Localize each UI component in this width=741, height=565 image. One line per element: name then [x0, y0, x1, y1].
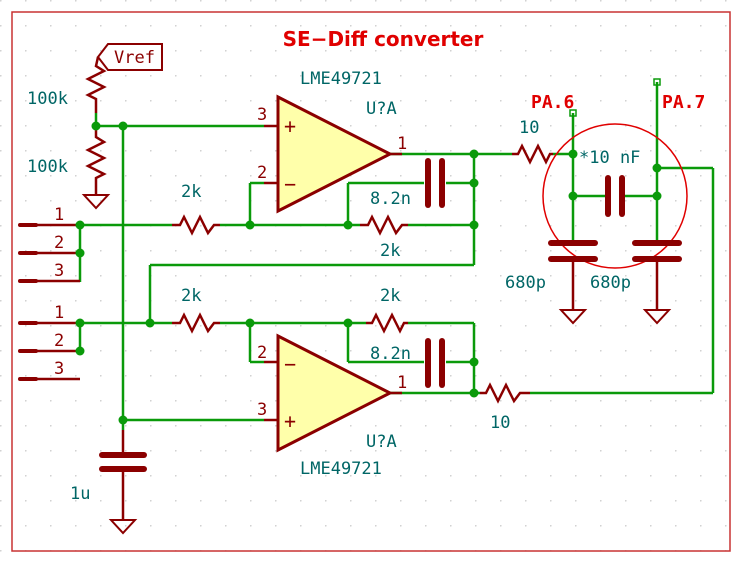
- svg-text:3: 3: [257, 105, 267, 125]
- label-c-shunt-right: 680p: [590, 273, 631, 293]
- capacitor-shunt-right: [632, 240, 682, 325]
- svg-text:3: 3: [54, 261, 64, 281]
- label-r-vref-top: 100k: [27, 89, 68, 109]
- svg-text:+: +: [284, 409, 296, 433]
- resistor-fb-top: [360, 214, 408, 236]
- connector-top: 1 2 3: [18, 205, 80, 283]
- opamp-bot: − + 2 3 1: [257, 333, 407, 453]
- opamp-top-part: LME49721: [300, 69, 382, 89]
- label-r-out-bot: 10: [490, 413, 510, 433]
- svg-text:2: 2: [54, 331, 64, 351]
- capacitor-diff: [605, 175, 625, 217]
- resistor-out-bot: [480, 382, 530, 404]
- resistor-fb-bot: [366, 312, 408, 334]
- resistor-in-top: [172, 214, 220, 236]
- svg-text:−: −: [284, 352, 296, 376]
- capacitor-fb-top: [425, 158, 445, 208]
- label-r-fb-bot: 2k: [380, 286, 400, 306]
- label-r-fb-top: 2k: [380, 241, 400, 261]
- opamp-top-ref: U?A: [366, 99, 397, 119]
- connector-bot: 1 2 3: [18, 303, 80, 381]
- sheet-border: [11, 11, 731, 552]
- opamp-bot-part: LME49721: [300, 459, 382, 479]
- svg-text:2: 2: [257, 163, 267, 183]
- resistor-vref-bot: [85, 127, 107, 188]
- svg-text:2: 2: [54, 233, 64, 253]
- junctions: [75, 121, 662, 425]
- capacitor-bias: [99, 430, 147, 535]
- resistor-in-bot: [172, 312, 220, 334]
- svg-text:3: 3: [54, 359, 64, 379]
- label-c-bias: 1u: [70, 484, 90, 504]
- svg-text:Vref: Vref: [114, 48, 155, 68]
- opamp-top: + − 3 2 1: [257, 94, 407, 214]
- svg-text:1: 1: [397, 134, 407, 154]
- svg-text:1: 1: [54, 303, 64, 323]
- opamp-bot-ref: U?A: [366, 432, 397, 452]
- svg-text:1: 1: [54, 205, 64, 225]
- label-r-in-top: 2k: [181, 182, 201, 202]
- label-r-out-top: 10: [519, 118, 539, 138]
- svg-text:−: −: [284, 172, 296, 196]
- label-c-fb-top: 8.2n: [370, 189, 411, 209]
- port-pin-pa7: [653, 78, 661, 86]
- sheet-title: SE−Diff converter: [283, 27, 484, 51]
- resistor-out-top: [512, 143, 553, 165]
- resistor-vref-top: [85, 56, 107, 113]
- label-c-diff: *10 nF: [579, 148, 640, 168]
- svg-text:+: +: [284, 114, 296, 138]
- port-pin-pa6: [569, 109, 577, 117]
- capacitor-fb-bot: [425, 338, 445, 388]
- svg-text:3: 3: [257, 400, 267, 420]
- label-c-shunt-left: 680p: [505, 273, 546, 293]
- svg-text:1: 1: [397, 373, 407, 393]
- svg-text:2: 2: [257, 343, 267, 363]
- label-r-vref-bot: 100k: [27, 157, 68, 177]
- port-label-pa7: PA.7: [662, 92, 705, 113]
- label-c-fb-bot: 8.2n: [370, 344, 411, 364]
- label-r-in-bot: 2k: [181, 286, 201, 306]
- vref-label: Vref: [96, 43, 163, 71]
- port-label-pa6: PA.6: [531, 92, 574, 113]
- capacitor-shunt-left: [548, 240, 598, 325]
- wires: [78, 82, 715, 430]
- highlight-circle: [542, 123, 688, 269]
